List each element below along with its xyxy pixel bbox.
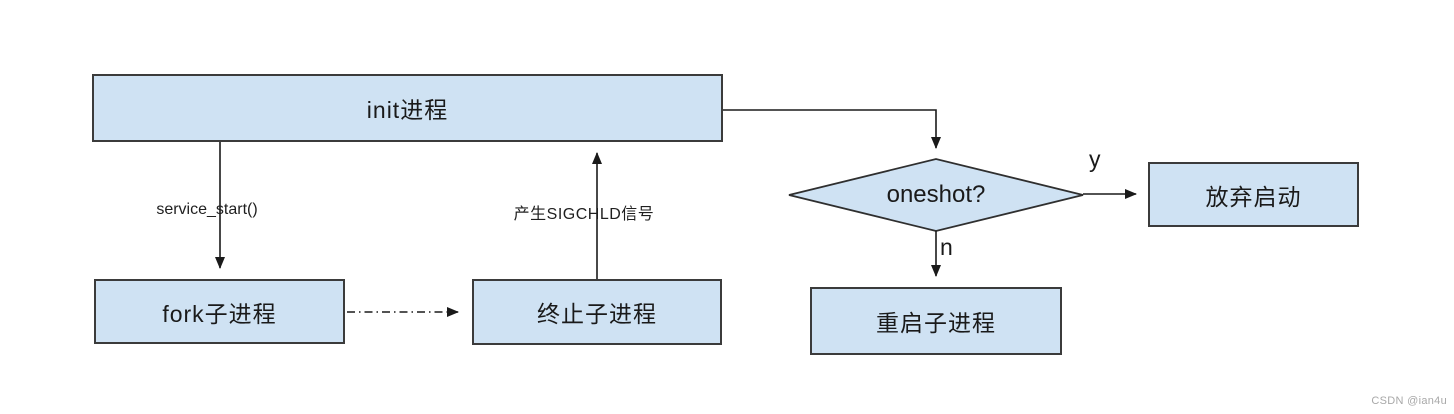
node-terminate-child: 终止子进程 <box>472 279 722 345</box>
edge-label-no: n <box>940 234 953 260</box>
node-abandon-start: 放弃启动 <box>1148 162 1359 227</box>
node-init-process: init进程 <box>92 74 723 142</box>
csdn-watermark: CSDN @ian4u <box>1371 395 1447 407</box>
node-restart-label: 重启子进程 <box>876 310 996 336</box>
oneshot-diamond <box>788 158 1084 232</box>
node-fork-child: fork子进程 <box>94 279 345 344</box>
node-restart-child: 重启子进程 <box>810 287 1062 355</box>
edge-label-sigchld: 产生SIGCHLD信号 <box>513 206 655 223</box>
node-fork-label: fork子进程 <box>162 300 277 327</box>
node-abandon-label: 放弃启动 <box>1205 183 1302 210</box>
edge-label-service-start: service_start() <box>156 201 258 218</box>
edge-label-yes: y <box>1089 146 1101 172</box>
node-oneshot-label: oneshot? <box>886 181 986 208</box>
arrow-init-to-oneshot <box>723 109 941 149</box>
node-terminate-label: 终止子进程 <box>537 301 657 327</box>
node-init-label: init进程 <box>366 97 449 123</box>
